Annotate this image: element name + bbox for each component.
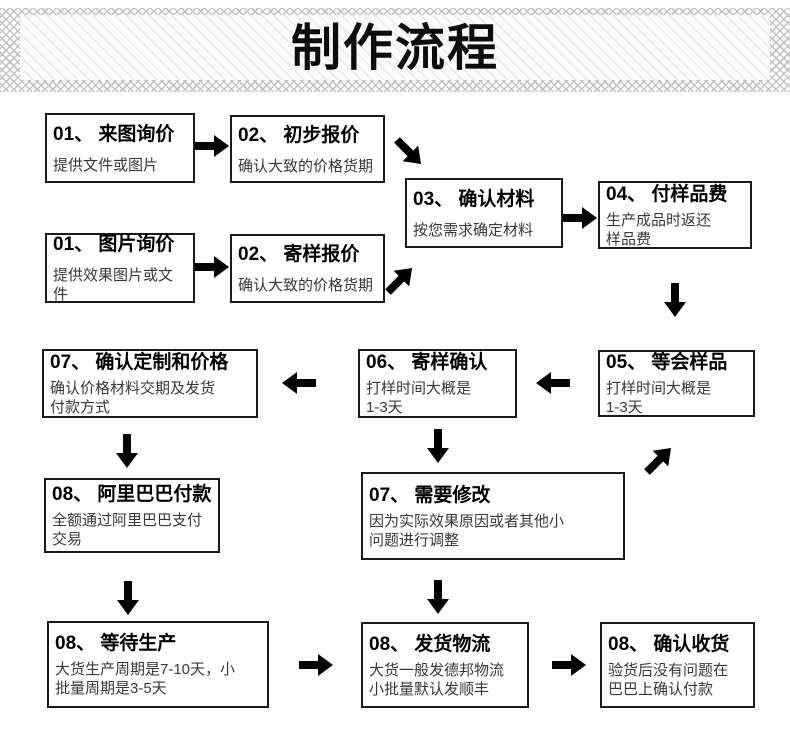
arrow-head <box>582 207 597 229</box>
step-description: 大货一般发德邦物流 小批量默认发顺丰 <box>369 661 505 698</box>
arrow-head <box>214 256 229 278</box>
arrow-head <box>427 448 449 463</box>
arrow-shaft <box>434 580 442 600</box>
arrow-head <box>214 135 229 157</box>
title-panel: 制作流程 <box>20 15 770 80</box>
arrow-shaft <box>434 429 442 449</box>
step-description: 全额通过阿里巴巴支付 交易 <box>52 512 203 548</box>
step-title: 02、 寄样报价 <box>238 244 360 265</box>
step-title: 03、 确认材料 <box>413 188 535 210</box>
flow-arrow-right-icon <box>563 207 597 229</box>
step-title: 01、 来图询价 <box>53 123 175 145</box>
step-description: 确认大致的价格货期 <box>238 277 374 294</box>
step-description: 大货生产周期是7-10天，小 批量周期是3-5天 <box>55 661 236 697</box>
arrow-head <box>282 372 297 394</box>
flow-arrow-up-right-icon <box>639 440 679 480</box>
flow-arrow-right-icon <box>299 654 333 676</box>
step-box-06-sample-confirm: 06、 寄样确认 打样时间大概是 1-3天 <box>358 349 517 418</box>
step-box-08-confirm-receipt: 08、 确认收货 验货后没有问题在 巴巴上确认付款 <box>600 622 755 708</box>
page-title: 制作流程 <box>291 19 499 76</box>
step-description: 确认大致的价格货期 <box>238 157 374 175</box>
arrow-head <box>427 599 449 614</box>
arrow-shaft <box>671 283 679 303</box>
step-title: 02、 初步报价 <box>238 124 360 146</box>
step-title: 04、 付样品费 <box>606 183 728 205</box>
step-description: 提供文件或图片 <box>53 156 159 174</box>
flow-arrow-down-right-icon <box>389 132 429 172</box>
flow-arrow-right-icon <box>195 135 229 157</box>
step-title: 08、 阿里巴巴付款 <box>52 484 212 505</box>
flow-arrow-down-icon <box>664 283 686 317</box>
step-title: 05、 等会样品 <box>606 352 728 373</box>
arrow-shaft <box>195 263 215 271</box>
flow-arrow-up-right-icon <box>380 260 420 300</box>
arrow-shaft <box>123 434 131 454</box>
step-box-01-picture-inquiry: 01、 图片询价 提供效果图片或文件 <box>45 233 195 303</box>
step-description: 验货后没有问题在 巴巴上确认付款 <box>608 661 729 698</box>
arrow-shaft <box>195 142 215 150</box>
arrow-head <box>571 654 586 676</box>
step-description: 打样时间大概是 1-3天 <box>366 380 472 416</box>
header-banner: 制作流程 <box>0 8 790 92</box>
arrow-shaft <box>552 661 572 669</box>
step-title: 08、 确认收货 <box>608 633 730 655</box>
step-box-08-shipping-logistics: 08、 发货物流 大货一般发德邦物流 小批量默认发顺丰 <box>361 622 529 708</box>
step-box-05-wait-sample: 05、 等会样品 打样时间大概是 1-3天 <box>598 350 755 417</box>
step-box-02-sample-quote: 02、 寄样报价 确认大致的价格货期 <box>230 234 385 303</box>
step-title: 07、 需要修改 <box>369 484 491 506</box>
step-box-08-wait-production: 08、 等待生产 大货生产周期是7-10天，小 批量周期是3-5天 <box>47 621 269 708</box>
step-box-03-confirm-material: 03、 确认材料 按您需求确定材料 <box>405 178 563 248</box>
flow-arrow-right-icon <box>552 654 586 676</box>
flow-arrow-right-icon <box>195 256 229 278</box>
step-title: 01、 图片询价 <box>53 234 175 255</box>
flow-arrow-down-icon <box>117 581 139 615</box>
arrow-shaft <box>563 214 583 222</box>
arrow-head <box>116 453 138 468</box>
arrow-head <box>117 600 139 615</box>
step-title: 08、 等待生产 <box>55 633 177 654</box>
arrow-shaft <box>124 581 132 601</box>
arrow-head <box>318 654 333 676</box>
arrow-shaft <box>296 379 316 387</box>
step-description: 打样时间大概是 1-3天 <box>606 380 712 416</box>
flow-arrow-down-icon <box>427 429 449 463</box>
step-box-04-pay-sample-fee: 04、 付样品费 生产成品时返还 样品费 <box>598 181 752 249</box>
step-title: 06、 寄样确认 <box>366 352 488 373</box>
step-box-07-confirm-custom-and-price: 07、 确认定制和价格 确认价格材料交期及发货 付款方式 <box>42 349 258 418</box>
step-description: 提供效果图片或文件 <box>53 267 174 303</box>
step-description: 按您需求确定材料 <box>413 221 534 239</box>
arrow-shaft <box>299 661 319 669</box>
flow-arrow-down-icon <box>116 434 138 468</box>
arrow-shaft <box>550 379 570 387</box>
step-description: 因为实际效果原因或者其他小 问题进行调整 <box>369 512 565 549</box>
flow-arrow-left-icon <box>536 372 570 394</box>
flow-arrow-down-icon <box>427 580 449 614</box>
step-box-02-initial-quote: 02、 初步报价 确认大致的价格货期 <box>230 115 385 183</box>
step-title: 07、 确认定制和价格 <box>50 352 229 373</box>
arrow-head <box>536 372 551 394</box>
step-description: 生产成品时返还 样品费 <box>606 211 712 248</box>
flow-arrow-left-icon <box>282 372 316 394</box>
step-box-08-alibaba-payment: 08、 阿里巴巴付款 全额通过阿里巴巴支付 交易 <box>44 478 220 553</box>
step-title: 08、 发货物流 <box>369 633 491 655</box>
step-box-07-need-revision: 07、 需要修改 因为实际效果原因或者其他小 问题进行调整 <box>361 472 625 560</box>
step-box-01-drawing-inquiry: 01、 来图询价 提供文件或图片 <box>45 113 195 183</box>
arrow-head <box>664 302 686 317</box>
step-description: 确认价格材料交期及发货 付款方式 <box>50 380 216 416</box>
